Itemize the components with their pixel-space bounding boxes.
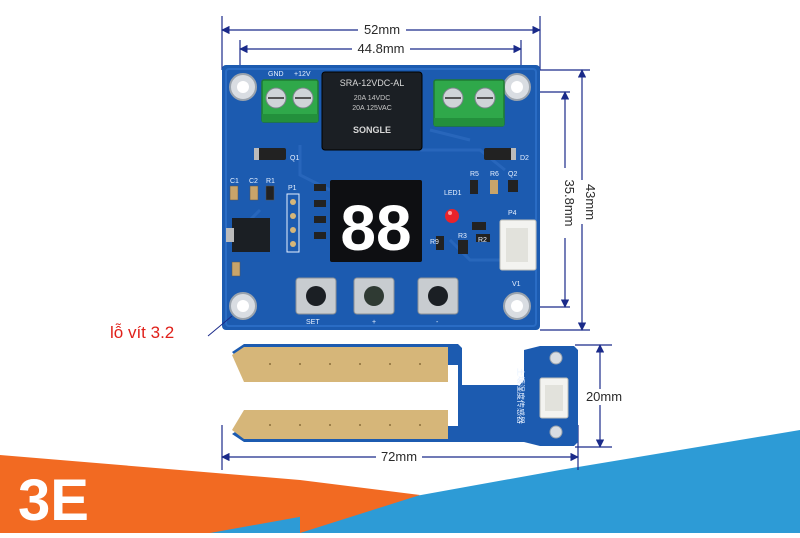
annotation-leader [207, 315, 233, 337]
terminal-block-power [261, 79, 319, 123]
mounting-hole [229, 292, 257, 320]
label-gnd: GND [268, 71, 284, 78]
silk-r2: R2 [478, 237, 487, 244]
silk-c1: C1 [230, 178, 239, 185]
mounting-hole [503, 73, 531, 101]
logo-text: 3E [18, 468, 89, 533]
board-width-label: 52mm [364, 22, 400, 37]
button-label-set: SET [306, 319, 320, 326]
brand-logo: 3E [18, 468, 89, 533]
hole-spacing-label: 44.8mm [358, 41, 405, 56]
controller-board: GND +12V SRA-12VDC-AL 20A 14VDC 20A 125V… [222, 65, 540, 330]
relay: SRA-12VDC-AL 20A 14VDC 20A 125VAC SONGLE [321, 71, 423, 151]
label-12v: +12V [294, 71, 311, 78]
silk-p1: P1 [288, 185, 297, 192]
silk-r9: R9 [430, 239, 439, 246]
mounting-hole [229, 73, 257, 101]
board-height-label: 43mm [583, 184, 598, 220]
relay-rating-1: 20A 14VDC [354, 95, 391, 102]
button-label-plus: + [372, 319, 376, 326]
probe-length-label: 72mm [381, 449, 417, 464]
display-digits: 88 [340, 192, 411, 264]
relay-model: SRA-12VDC-AL [340, 78, 405, 88]
hole-spacing-vertical-label: 35.8mm [562, 180, 577, 227]
footer-decoration [0, 430, 800, 533]
button-label-minus: - [436, 319, 439, 326]
silk-q1: Q1 [290, 155, 299, 162]
silk-v1: V1 [512, 281, 521, 288]
silk-r1: R1 [266, 178, 275, 185]
voltage-regulator [232, 218, 270, 252]
silk-r5: R5 [470, 171, 479, 178]
plus-button[interactable] [353, 277, 395, 315]
seven-segment-display: 88 [330, 180, 422, 264]
relay-brand: SONGLE [353, 125, 391, 135]
set-button[interactable] [295, 277, 337, 315]
probe-chinese-label: 土壤湿度传感器 [516, 368, 526, 424]
silk-r3: R3 [458, 233, 467, 240]
silk-c2: C2 [249, 178, 258, 185]
relay-rating-2: 20A 125VAC [352, 105, 392, 112]
status-led [445, 209, 459, 223]
silk-d2: D2 [520, 155, 529, 162]
silk-r6: R6 [490, 171, 499, 178]
minus-button[interactable] [417, 277, 459, 315]
silk-q2: Q2 [508, 171, 517, 178]
terminal-block-relay [433, 79, 505, 127]
silk-p4: P4 [508, 210, 517, 217]
soil-moisture-probe: 土壤湿度传感器 [232, 344, 578, 446]
screw-hole-annotation: lỗ vít 3.2 [110, 323, 175, 342]
silk-led1: LED1 [444, 190, 462, 197]
diode-d2 [484, 148, 516, 160]
mounting-hole [503, 292, 531, 320]
probe-width-label: 20mm [586, 389, 622, 404]
diode-q1 [254, 148, 286, 160]
